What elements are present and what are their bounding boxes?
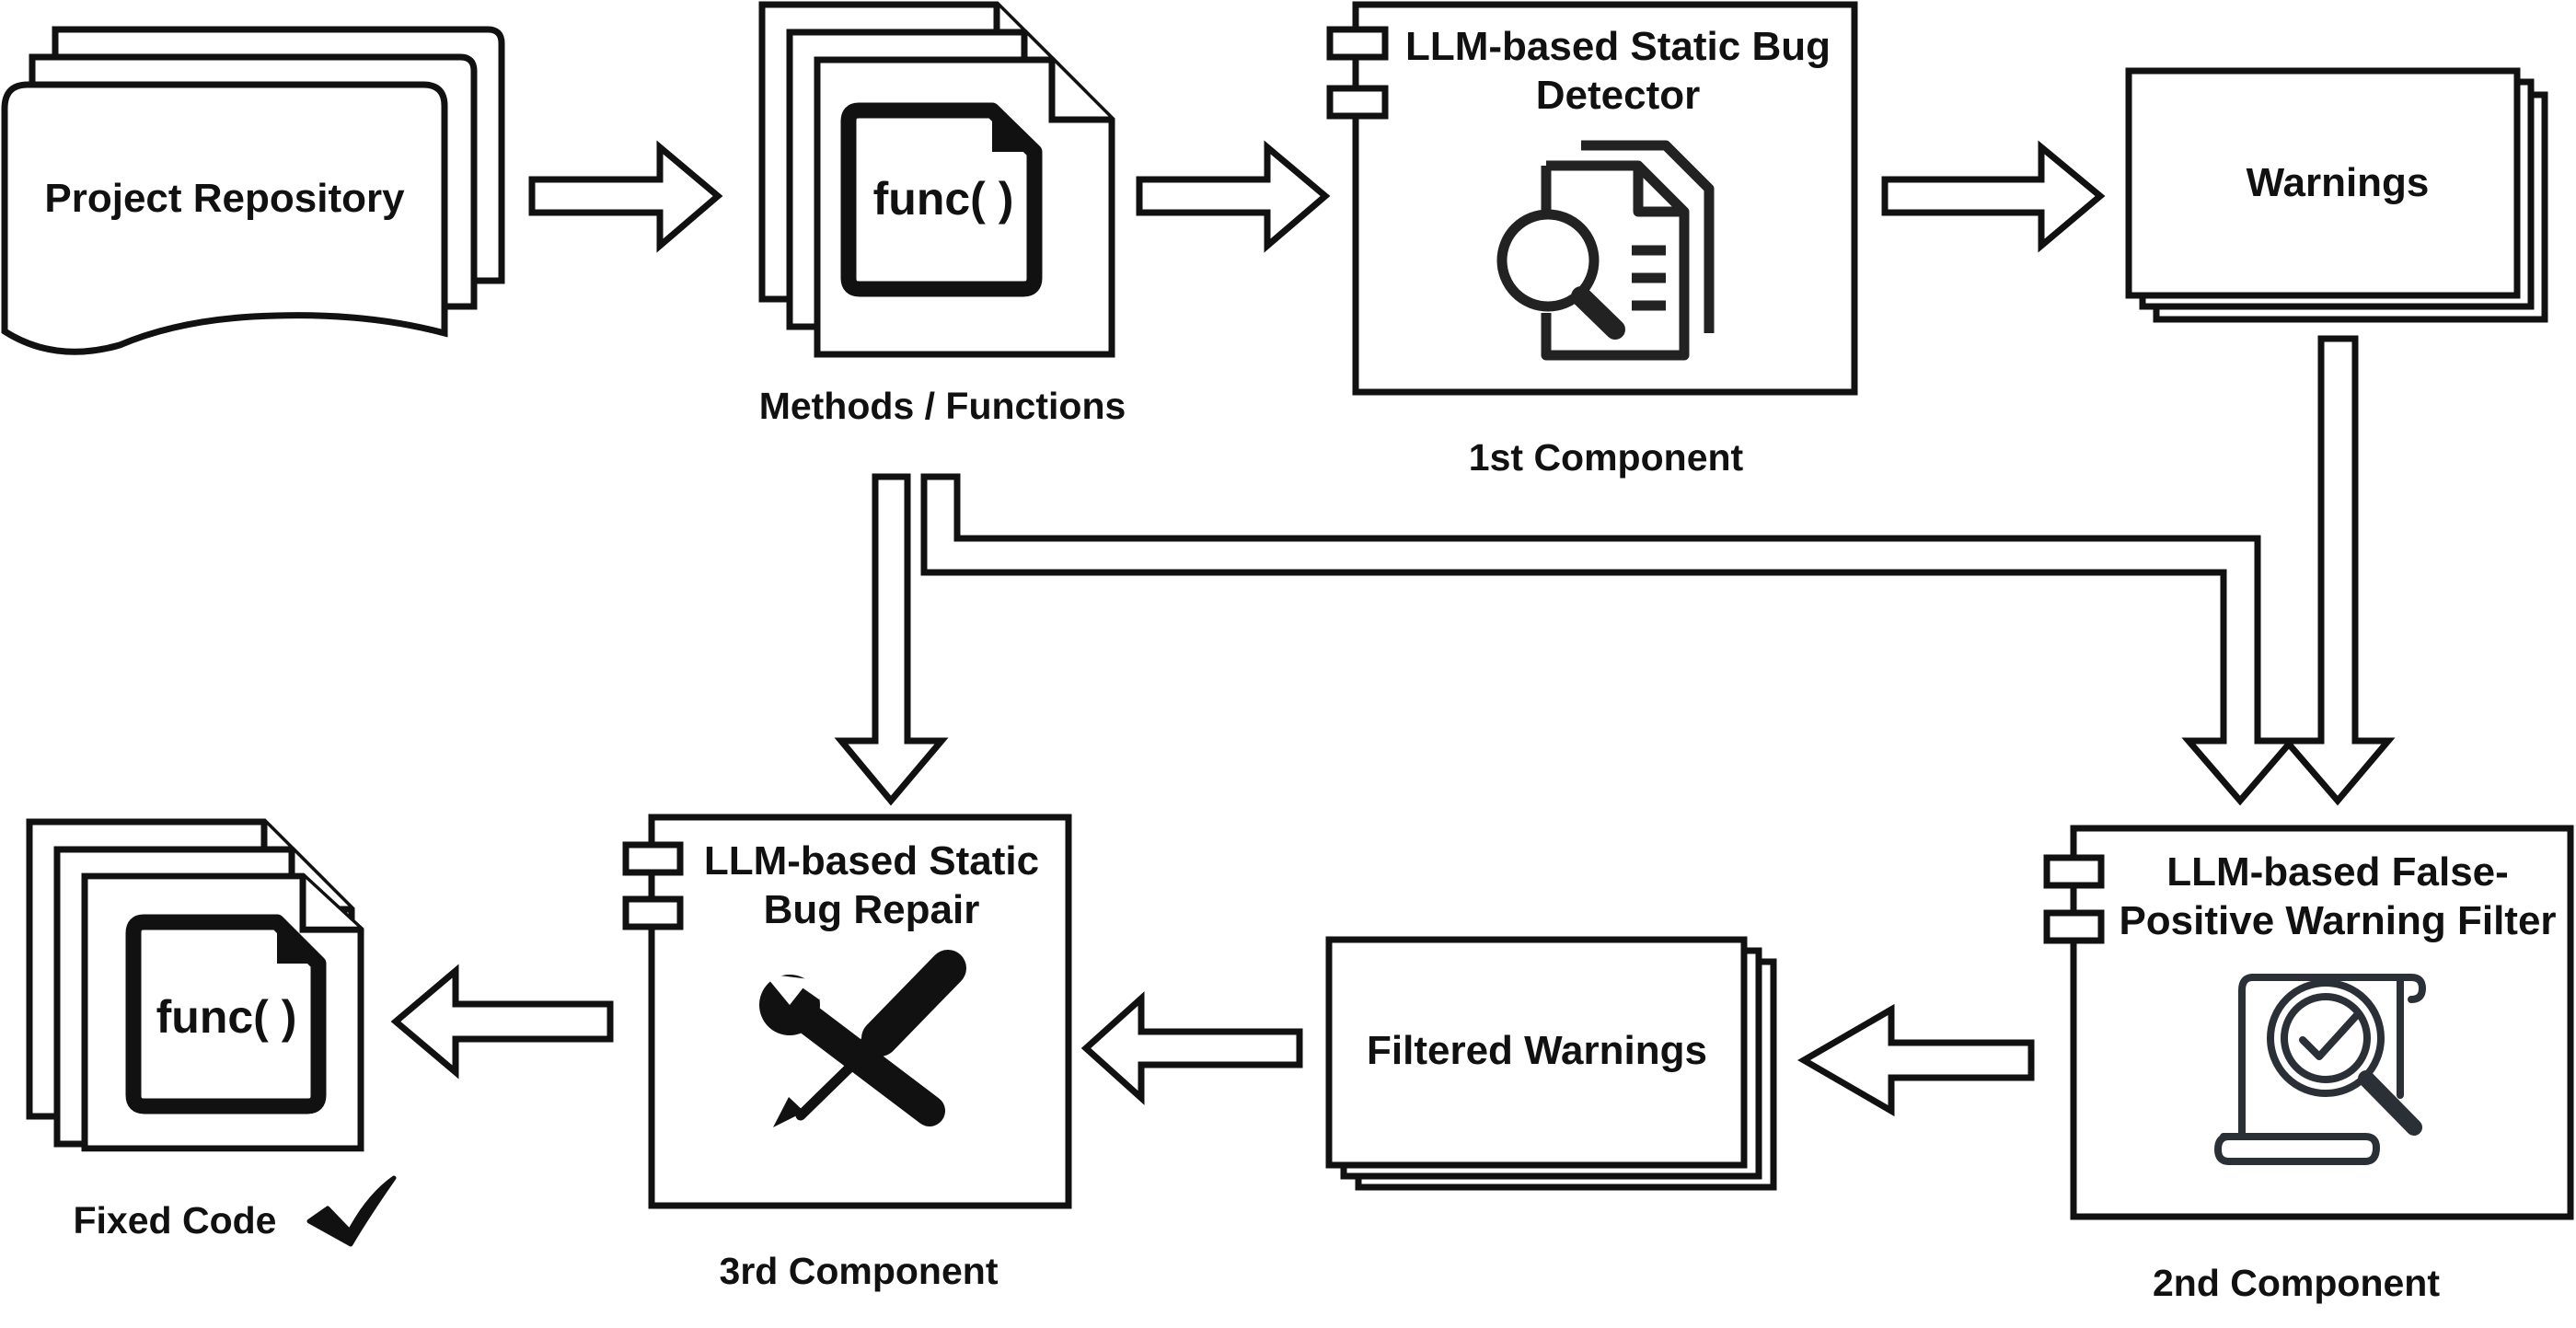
- func-label: func( ): [873, 173, 1014, 225]
- arrow-methods-to-filter: [920, 473, 2299, 806]
- component-port-icon: [2043, 854, 2105, 889]
- bug-repair-component: LLM-based Static Bug Repair 3rd Componen…: [622, 814, 1072, 1292]
- component2-caption: 2nd Component: [2153, 1262, 2440, 1304]
- arrow-methods-to-detector: [1136, 140, 1331, 253]
- filter-title-line1: LLM-based False-: [2166, 849, 2509, 895]
- component3-caption: 3rd Component: [720, 1250, 999, 1292]
- component1-caption: 1st Component: [1469, 436, 1744, 479]
- arrow-methods-to-repair: [834, 473, 949, 806]
- project-repository-node: Project Repository: [1, 26, 505, 355]
- warnings-label: Warnings: [2247, 160, 2430, 205]
- fixed-func-label: func( ): [156, 991, 297, 1043]
- filter-title-line2: Positive Warning Filter: [2119, 898, 2556, 943]
- detector-title-line2: Detector: [1536, 73, 1701, 118]
- fixed-code-node: func( ) Fixed Code: [29, 822, 397, 1247]
- filtered-warnings-node: Filtered Warnings: [1325, 936, 1777, 1191]
- arrow-repo-to-methods: [528, 140, 723, 253]
- wrench-screwdriver-icon: [759, 950, 966, 1127]
- arrow-warnings-to-filter: [2279, 335, 2396, 806]
- fixed-code-caption: Fixed Code: [74, 1199, 277, 1241]
- warning-filter-component: LLM-based False- Positive Warning Filter…: [2043, 825, 2574, 1304]
- arrow-filtered-to-repair: [1080, 991, 1303, 1105]
- bug-detector-component: LLM-based Static Bug Detector 1st Compon…: [1326, 1, 1858, 479]
- func-file-icon: func( ): [840, 102, 1043, 297]
- repair-title-line1: LLM-based Static: [704, 838, 1039, 883]
- repair-title-line2: Bug Repair: [764, 887, 980, 932]
- scroll-check-search-icon: [2214, 974, 2426, 1165]
- checkmark-icon: [306, 1175, 397, 1247]
- func-file-icon: func( ): [125, 914, 327, 1114]
- arrow-filter-to-filtered-warnings: [1797, 1003, 2035, 1117]
- arrow-detector-to-warnings: [1881, 140, 2106, 253]
- detector-title-line1: LLM-based Static Bug: [1405, 24, 1831, 69]
- arrow-repair-to-fixed: [390, 964, 614, 1080]
- project-repository-label: Project Repository: [44, 176, 405, 221]
- warnings-node: Warnings: [2125, 67, 2548, 323]
- repository-document-shape: [1, 81, 448, 355]
- methods-functions-node: func( ) Methods / Functions: [759, 5, 1126, 427]
- filtered-warnings-label: Filtered Warnings: [1367, 1028, 1707, 1073]
- document-search-icon: [1496, 140, 1715, 361]
- methods-caption: Methods / Functions: [759, 385, 1126, 427]
- component-port-icon: [1326, 26, 1389, 61]
- component-port-icon: [622, 841, 684, 876]
